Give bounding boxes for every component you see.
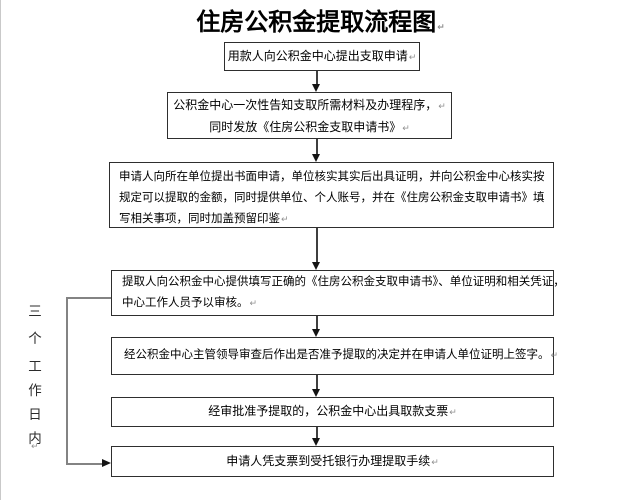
flow-step-6: 经审批准予提取的，公积金中心出具取款支票↵ bbox=[111, 397, 554, 427]
connector-3-4 bbox=[316, 228, 318, 262]
side-label-char: 日 bbox=[28, 407, 42, 422]
paragraph-mark: ↵ bbox=[438, 101, 446, 111]
flow-step-3: 申请人向所在单位提出书面申请，单位核实其实后出具证明，并向公积金中心核实按 规定… bbox=[109, 162, 554, 228]
flow-step-7: 申请人凭支票到受托银行办理提取手续↵ bbox=[111, 446, 554, 477]
step-4-text-line-2: 中心工作人员予以审核。↵ bbox=[122, 297, 258, 309]
arrowhead-down-icon bbox=[312, 84, 320, 92]
arrowhead-down-icon bbox=[312, 329, 320, 337]
flow-step-4: 提取人向公积金中心提供填写正确的《住房公积金支取申请书》、单位证明和相关凭证， … bbox=[111, 270, 565, 316]
step-5-text: 经公积金中心主管领导审查后作出是否准予提取的决定并在申请人单位证明上签字。↵ bbox=[124, 349, 559, 361]
flow-step-2: 公积金中心一次性告知支取所需材料及办理程序，↵ 同时发放《住房公积金支取申请书》… bbox=[167, 92, 452, 139]
step-1-text: 用款人向公积金中心提出支取申请↵ bbox=[227, 49, 417, 63]
side-label-char: 内 bbox=[28, 431, 42, 446]
arrowhead-down-icon bbox=[312, 389, 320, 397]
paragraph-mark: ↵ bbox=[431, 457, 439, 467]
step-2-text-line-1: 公积金中心一次性告知支取所需材料及办理程序，↵ bbox=[173, 98, 446, 112]
side-label-char: 工 bbox=[28, 359, 42, 374]
step-3-text-line-1: 申请人向所在单位提出书面申请，单位核实其实后出具证明，并向公积金中心核实按 bbox=[119, 171, 545, 183]
paragraph-mark: ↵ bbox=[281, 214, 289, 224]
page-title-text: 住房公积金提取流程图 bbox=[196, 9, 437, 36]
connector-6-7 bbox=[316, 427, 318, 438]
connector-5-6 bbox=[316, 375, 318, 389]
connector-1-2 bbox=[316, 71, 318, 84]
step-6-text: 经审批准予提取的，公积金中心出具取款支票↵ bbox=[208, 404, 457, 418]
step-4-text-line-1: 提取人向公积金中心提供填写正确的《住房公积金支取申请书》、单位证明和相关凭证， bbox=[122, 276, 565, 288]
paragraph-mark: ↵ bbox=[437, 22, 445, 32]
step-2-text-line-2: 同时发放《住房公积金支取申请书》↵ bbox=[209, 120, 410, 134]
step-3-text-line-2: 规定可以提取的金额，同时提供单位、个人账号，并在《住房公积金支取申请书》填 bbox=[119, 192, 545, 204]
side-label-char: 作 bbox=[28, 383, 42, 398]
connector-4-5 bbox=[316, 316, 318, 329]
bracket-vertical-segment bbox=[66, 297, 68, 464]
arrowhead-down-icon bbox=[312, 262, 320, 270]
arrowhead-right-icon bbox=[102, 459, 111, 467]
side-label-char: 个 bbox=[28, 331, 42, 346]
paragraph-mark: ↵ bbox=[550, 350, 559, 360]
flow-step-1: 用款人向公积金中心提出支取申请↵ bbox=[224, 42, 420, 71]
side-label-char: 三 bbox=[28, 304, 42, 319]
page-edge-line bbox=[0, 0, 1, 500]
flow-step-5: 经公积金中心主管领导审查后作出是否准予提取的决定并在申请人单位证明上签字。↵ bbox=[111, 337, 559, 375]
arrowhead-down-icon bbox=[312, 154, 320, 162]
paragraph-mark: ↵ bbox=[31, 441, 39, 451]
step-7-text: 申请人凭支票到受托银行办理提取手续↵ bbox=[226, 454, 439, 468]
paragraph-mark: ↵ bbox=[402, 123, 410, 133]
step-3-text-line-3: 写相关事项，同时加盖预留印鉴↵ bbox=[119, 213, 289, 225]
paragraph-mark: ↵ bbox=[449, 407, 457, 417]
bracket-bottom-segment bbox=[66, 463, 103, 465]
paragraph-mark: ↵ bbox=[408, 52, 417, 62]
connector-2-3 bbox=[316, 139, 318, 154]
bracket-top-segment bbox=[66, 297, 111, 299]
page-title: 住房公积金提取流程图↵ bbox=[0, 2, 641, 37]
arrowhead-down-icon bbox=[312, 438, 320, 446]
paragraph-mark: ↵ bbox=[249, 298, 258, 308]
